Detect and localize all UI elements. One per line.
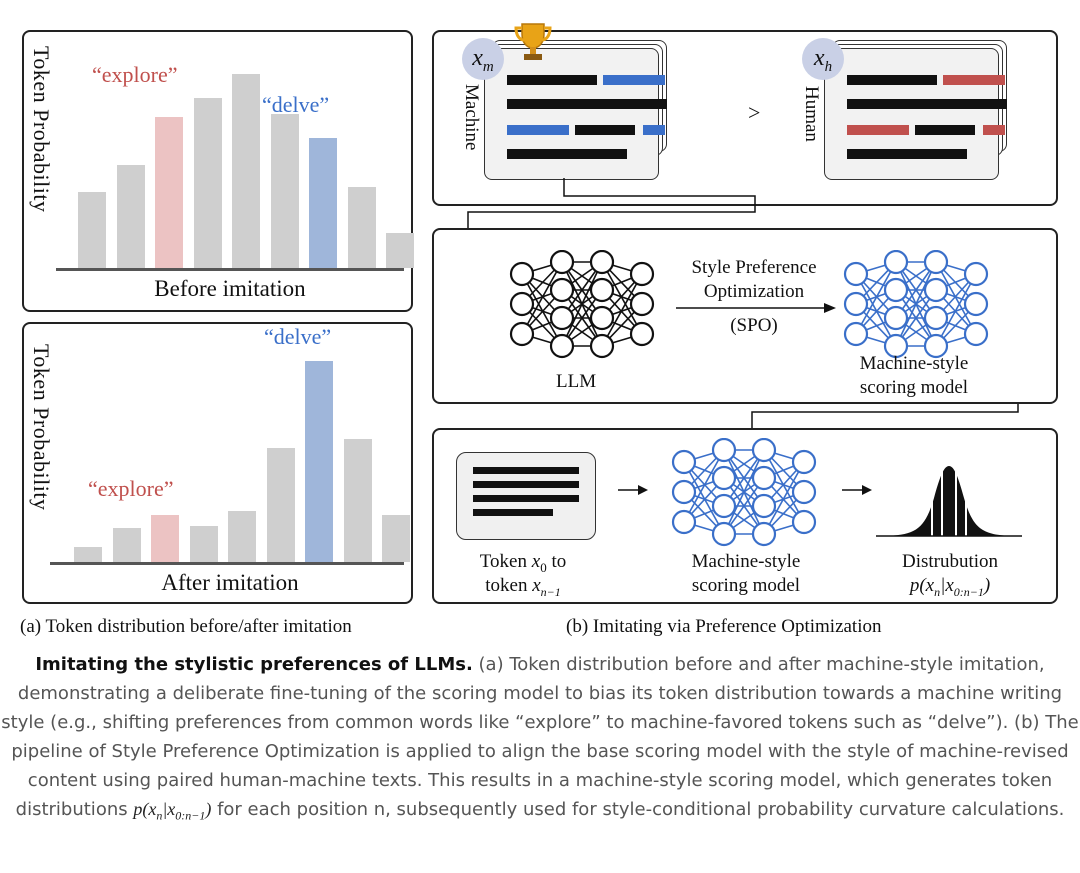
chart-bar <box>228 510 256 562</box>
scoring2-label-line1: Machine-style <box>691 551 801 572</box>
after-xlabel: After imitation <box>161 570 299 595</box>
tokens-label-line2: token xn−1 <box>485 575 561 599</box>
subcaption-a: (a) Token distribution before/after imit… <box>20 616 352 637</box>
tokens-label-line1: Token x0 to <box>479 551 567 575</box>
before-baseline <box>56 268 404 271</box>
bell-curve-icon <box>876 462 1022 537</box>
chart-bar <box>112 527 141 562</box>
chart-bar <box>382 514 410 562</box>
scoring-label-line1: Machine-style <box>859 353 969 374</box>
spo-arrow <box>676 303 836 313</box>
chart-bar <box>78 192 106 268</box>
chart-bar <box>347 187 376 268</box>
scoring2-label-line2: scoring model <box>691 575 801 596</box>
chart-bar <box>74 546 102 562</box>
chart-bar <box>343 438 372 562</box>
pair-panel: xm Machine > xh Human <box>432 23 1058 206</box>
chart-bar <box>151 514 179 562</box>
before-plot-area <box>56 48 414 268</box>
spo-line2: Optimization <box>703 281 805 302</box>
chart-bar <box>309 138 337 268</box>
chart-bar <box>270 114 299 268</box>
before-explore-label: “explore” <box>92 62 178 87</box>
human-card <box>824 48 1007 180</box>
scoring-network-icon <box>843 250 989 359</box>
trophy-icon <box>514 23 552 60</box>
machine-badge: xm <box>462 38 504 80</box>
chart-bar <box>232 73 260 268</box>
arrow-to-scoring <box>618 485 648 495</box>
llm-network-icon <box>509 250 655 359</box>
chart-bar <box>266 448 295 562</box>
token-sequence-card <box>456 452 596 540</box>
figure-caption: Imitating the stylistic preferences of L… <box>0 650 1080 831</box>
chart-bar <box>386 232 414 268</box>
inference-panel: Token x0 to token xn−1 Machine-style sco… <box>432 428 1058 604</box>
caption-bold: Imitating the stylistic preferences of L… <box>35 654 473 675</box>
subcaption-b: (b) Imitating via Preference Optimizatio… <box>566 616 882 637</box>
arrow-to-distribution <box>842 485 872 495</box>
spo-line3: (SPO) <box>730 315 778 336</box>
after-plot-area <box>56 340 410 562</box>
caption-formula: p(xn|x0:n−1) <box>133 799 212 823</box>
machine-card <box>484 48 667 180</box>
before-chart-panel: Token Probability Before imitation “expl… <box>22 30 414 312</box>
before-xlabel: Before imitation <box>154 276 306 301</box>
chart-bar <box>155 116 183 268</box>
chart-bar <box>305 360 333 562</box>
scoring-label-line2: scoring model <box>859 377 969 398</box>
distribution-label: Distrubution <box>901 551 999 572</box>
chart-bar <box>193 97 222 268</box>
llm-label: LLM <box>556 371 597 392</box>
compare-sign: > <box>748 100 761 125</box>
scoring-network-icon-2 <box>671 438 817 547</box>
after-delve-label: “delve” <box>264 324 332 349</box>
caption-text2: for each position n, subsequently used f… <box>211 799 1065 820</box>
after-chart-panel: Token Probability After imitation “explo… <box>22 322 413 604</box>
caption-text1: (a) Token distribution before and after … <box>1 654 1079 820</box>
human-badge: xh <box>802 38 844 80</box>
spo-line1: Style Preference <box>691 257 817 278</box>
chart-bar <box>189 525 218 562</box>
before-delve-label: “delve” <box>262 92 330 117</box>
distribution-formula: p(xn|x0:n−1) <box>909 575 991 599</box>
chart-bar <box>116 165 145 268</box>
after-explore-label: “explore” <box>88 476 174 501</box>
after-baseline <box>50 562 404 565</box>
spo-panel: LLM Style Preference Optimization (SPO) … <box>432 228 1058 404</box>
